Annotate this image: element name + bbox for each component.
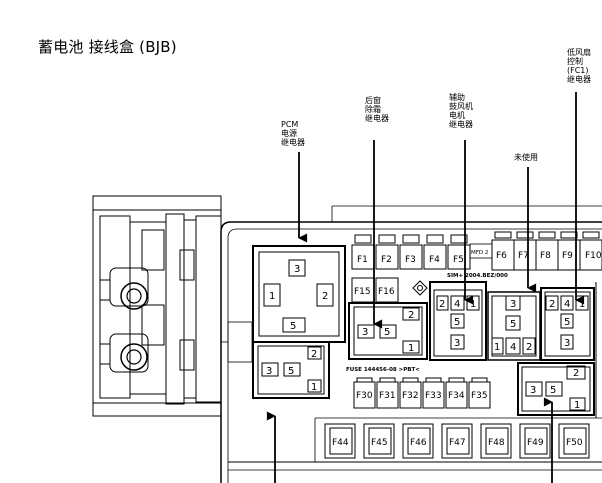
relay-pin: 4 [564, 299, 570, 310]
mounting-bracket [92, 195, 222, 417]
fuse-box-housing [220, 205, 602, 483]
relay-pin: 5 [564, 317, 570, 328]
callout-unused-label: 未使用 [514, 153, 538, 162]
relay-pin: 5 [288, 366, 294, 377]
callout-line: 控制 [567, 57, 583, 66]
relay-pin: 5 [290, 321, 296, 332]
callout-line: 继电器 [365, 114, 389, 123]
relay-pin: 2 [322, 291, 328, 302]
fuse-label: F34 [448, 391, 465, 401]
relay-pin: 3 [530, 385, 536, 396]
callout-line: 后窗 [365, 96, 381, 105]
fuse-label: F2 [381, 255, 392, 265]
fuse-label: F48 [488, 438, 505, 448]
callout-low-fan-relay-label: 低风扇 控制 (FC1) 继电器 [567, 48, 591, 84]
callout-line: (FC1) [567, 66, 589, 75]
fuse-label: F33 [425, 391, 442, 401]
relay-pin: 1 [408, 343, 414, 354]
fuse-row-middle [353, 377, 491, 409]
fuse-label: F5 [453, 255, 464, 265]
callout-line: 电源 [281, 129, 297, 138]
fuse-label: F9 [562, 251, 573, 261]
fuse-label: F15 [354, 287, 371, 297]
callout-line: 除霜 [365, 105, 381, 114]
relay-pin: 1 [311, 382, 317, 393]
callout-rear-defrost-relay-label: 后窗 除霜 继电器 [365, 96, 389, 123]
callout-line: 辅助 [449, 93, 465, 102]
low-fan-relay [540, 287, 595, 361]
fuse-label: F4 [429, 255, 440, 265]
relay-pin: 2 [439, 299, 445, 310]
relay-pin: 3 [510, 299, 516, 310]
page-title: 蓄电池 接线盒 (BJB) [38, 38, 177, 56]
callout-line: 继电器 [567, 75, 591, 84]
relay-pin: 5 [454, 317, 460, 328]
relay-pin: 1 [574, 400, 580, 411]
pcm-relay [252, 245, 346, 343]
fuse-label: F3 [405, 255, 416, 265]
callout-line: PCM [281, 120, 299, 129]
fuse-label: F6 [496, 251, 507, 261]
relay-pin: 5 [550, 385, 556, 396]
mfd-marker [469, 243, 493, 259]
bolt-icon [120, 343, 148, 371]
fuse-label: F7 [518, 251, 529, 261]
diamond-icon [412, 280, 428, 296]
fuse-label: F46 [410, 438, 427, 448]
callout-line: 继电器 [449, 120, 473, 129]
left-lower-relay [252, 341, 330, 399]
relay-pin: 5 [384, 327, 390, 338]
fuse-label: F49 [527, 438, 544, 448]
relay-pin: 1 [269, 291, 275, 302]
fuse-label: F1 [357, 255, 368, 265]
relay-pin: 2 [526, 342, 532, 353]
moulded-text: SIM+ 2004.BEZ/000 [447, 273, 508, 279]
fuse-row-top [351, 231, 602, 271]
fuse-label: F10 [585, 251, 602, 261]
relay-pin: 1 [579, 299, 585, 310]
relay-pin: 2 [549, 299, 555, 310]
fuse-label: F50 [566, 438, 583, 448]
relay-pin: 2 [408, 310, 414, 321]
relay-pin: 3 [564, 338, 570, 349]
bottom-right-relay [517, 362, 595, 416]
callout-arrows [266, 92, 585, 483]
mfd-label: MFD 2 [471, 250, 488, 256]
fuse-label: F8 [540, 251, 551, 261]
relay-pin: 1 [470, 299, 476, 310]
relay-pin: 2 [311, 349, 317, 360]
relay-pin: 3 [362, 327, 368, 338]
bolt-icon [120, 282, 148, 310]
rear-defrost-relay [348, 302, 428, 360]
relay-pin: 3 [294, 264, 300, 275]
relay-pin: 3 [454, 338, 460, 349]
relay-pin: 4 [510, 342, 516, 353]
fuse-label: F32 [402, 391, 419, 401]
callout-aux-blower-relay-label: 辅助 鼓风机 电机 继电器 [449, 93, 473, 129]
callout-line: 继电器 [281, 138, 305, 147]
fuse-label: F31 [379, 391, 396, 401]
relay-pin: 4 [454, 299, 460, 310]
fuse-label: F30 [356, 391, 373, 401]
callout-line: 低风扇 [567, 48, 591, 57]
relay-pin: 1 [494, 342, 500, 353]
fuse-label: F16 [378, 287, 395, 297]
callout-line: 电机 [449, 111, 465, 120]
moulded-text: FUSE 144456-08 >PBT< [346, 367, 420, 373]
callout-line: 鼓风机 [449, 102, 473, 111]
fuse-label: F35 [471, 391, 488, 401]
fuse-label: F45 [371, 438, 388, 448]
fuse-label: F47 [449, 438, 466, 448]
relay-pin: 5 [510, 319, 516, 330]
relay-pin: 2 [573, 368, 579, 379]
fuse-row-bottom [324, 423, 590, 459]
callout-line: 未使用 [514, 153, 538, 162]
callout-pcm-relay-label: PCM 电源 继电器 [281, 120, 305, 147]
fuse-label: F44 [332, 438, 349, 448]
relay-pin: 3 [266, 366, 272, 377]
